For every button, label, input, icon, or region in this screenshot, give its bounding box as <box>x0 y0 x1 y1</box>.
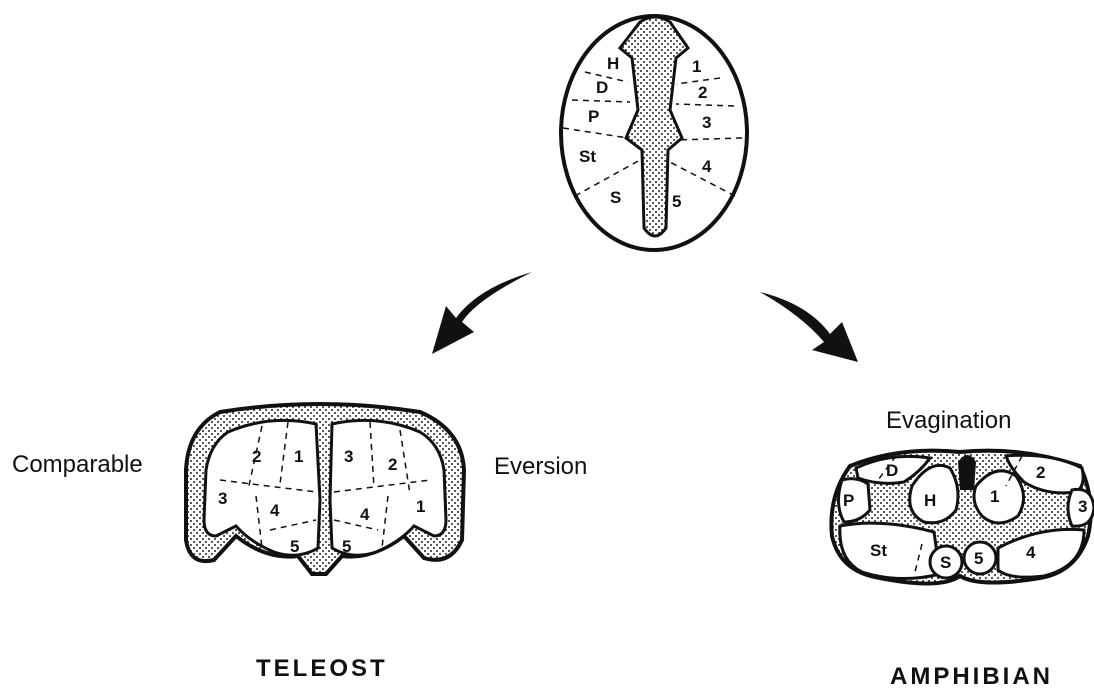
teleost-right-label-5: 5 <box>342 537 351 556</box>
amphibian-section-diagram: D P H St S 1 2 3 5 4 <box>831 451 1094 584</box>
teleost-section-diagram: 2 1 3 4 5 3 2 1 4 5 <box>186 404 464 574</box>
amphibian-title: AMPHIBIAN <box>890 663 1053 689</box>
teleost-right-label-3: 3 <box>344 447 353 466</box>
amphibian-label-D: D <box>886 461 898 480</box>
top-label-4: 4 <box>702 157 712 176</box>
top-label-5: 5 <box>672 192 681 211</box>
teleost-right-label-1: 1 <box>416 497 425 516</box>
amphibian-label-H: H <box>924 491 936 510</box>
top-label-H: H <box>607 54 619 73</box>
top-label-2: 2 <box>698 83 707 102</box>
amphibian-label-4: 4 <box>1026 543 1036 562</box>
teleost-title: TELEOST <box>256 655 388 682</box>
top-label-P: P <box>588 107 599 126</box>
teleost-left-label-1: 1 <box>294 447 303 466</box>
teleost-left-label-3: 3 <box>218 489 227 508</box>
amphibian-label-S: S <box>940 553 951 572</box>
top-label-S: S <box>610 188 621 207</box>
teleost-left-label-2: 2 <box>252 447 261 466</box>
amphibian-label-3: 3 <box>1078 497 1087 516</box>
amphibian-label-P: P <box>843 491 854 510</box>
amphibian-label-St: St <box>870 541 887 560</box>
teleost-left-caption: Comparable <box>12 451 143 478</box>
teleost-right-label-2: 2 <box>388 455 397 474</box>
top-section-diagram: H D P St S 1 2 3 4 5 <box>561 16 747 250</box>
top-label-1: 1 <box>692 57 701 76</box>
top-label-St: St <box>579 147 596 166</box>
amphibian-caption: Evagination <box>886 407 1011 434</box>
amphibian-label-2: 2 <box>1036 463 1045 482</box>
amphibian-label-5: 5 <box>974 549 983 568</box>
teleost-right-label-4: 4 <box>360 505 370 524</box>
teleost-right-caption: Eversion <box>494 453 587 480</box>
arrow-to-amphibian <box>760 292 858 362</box>
teleost-left-label-4: 4 <box>270 501 280 520</box>
amphibian-label-1: 1 <box>990 487 999 506</box>
arrow-to-teleost <box>432 272 532 354</box>
teleost-left-label-5: 5 <box>290 537 299 556</box>
top-label-D: D <box>596 78 608 97</box>
top-label-3: 3 <box>702 113 711 132</box>
